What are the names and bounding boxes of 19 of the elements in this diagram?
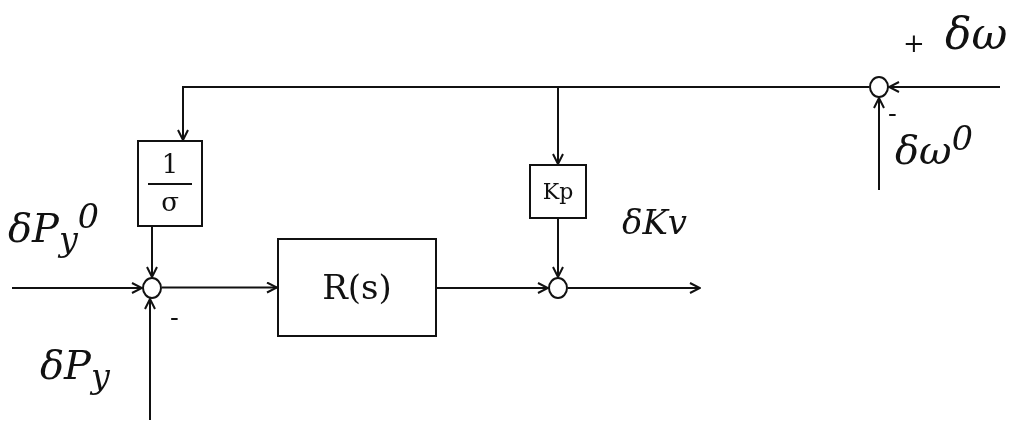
arrow <box>144 298 156 421</box>
arrow <box>11 282 143 294</box>
summing-junction-circle <box>548 277 568 299</box>
arrow <box>436 282 549 294</box>
arrow <box>567 282 701 294</box>
arrow <box>146 226 158 278</box>
block-label: 1 <box>161 151 179 179</box>
block-label: R(s) <box>322 269 392 306</box>
transfer-function-block <box>529 164 587 219</box>
block-label: Kp <box>542 179 574 204</box>
arrow <box>552 218 564 278</box>
summing-junction-circle <box>142 277 162 299</box>
arrow <box>888 81 1001 93</box>
transfer-function-block <box>277 238 437 337</box>
transfer-function-block <box>137 140 203 227</box>
arrow <box>873 97 885 191</box>
block-label: σ <box>161 188 179 216</box>
arrow <box>161 281 278 294</box>
summing-junction-circle <box>869 76 889 98</box>
